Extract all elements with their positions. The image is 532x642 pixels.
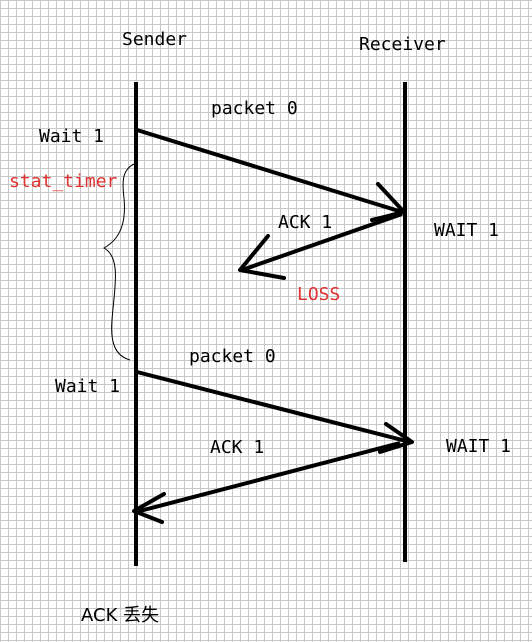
loss-label: LOSS (297, 284, 341, 305)
sender-label: Sender (122, 29, 188, 50)
packet-label-1: packet 0 (211, 98, 298, 119)
ack-arrowhead-1 (238, 234, 286, 280)
packet-arrow-1 (136, 128, 403, 214)
timer-label: stat_timer (9, 171, 118, 192)
packet-label-2: packet 0 (189, 346, 276, 367)
ack-arrow-2 (135, 441, 401, 514)
packet-arrowhead-1 (370, 182, 406, 222)
ack-arrowhead-2 (132, 492, 166, 524)
packet-arrowhead-2 (378, 422, 414, 454)
sender-state-1: Wait 1 (39, 126, 105, 147)
ack-arrow-1 (241, 212, 403, 272)
sender-state-2: Wait 1 (55, 376, 121, 397)
caption: ACK 丢失 (81, 605, 160, 626)
receiver-state-2: WAIT 1 (446, 436, 512, 457)
ack-label-1: ACK 1 (278, 212, 333, 233)
receiver-label: Receiver (359, 34, 446, 55)
receiver-state-1: WAIT 1 (434, 220, 500, 241)
timer-brace (102, 163, 135, 361)
packet-arrow-2 (136, 370, 411, 444)
ack-label-2: ACK 1 (210, 437, 265, 458)
